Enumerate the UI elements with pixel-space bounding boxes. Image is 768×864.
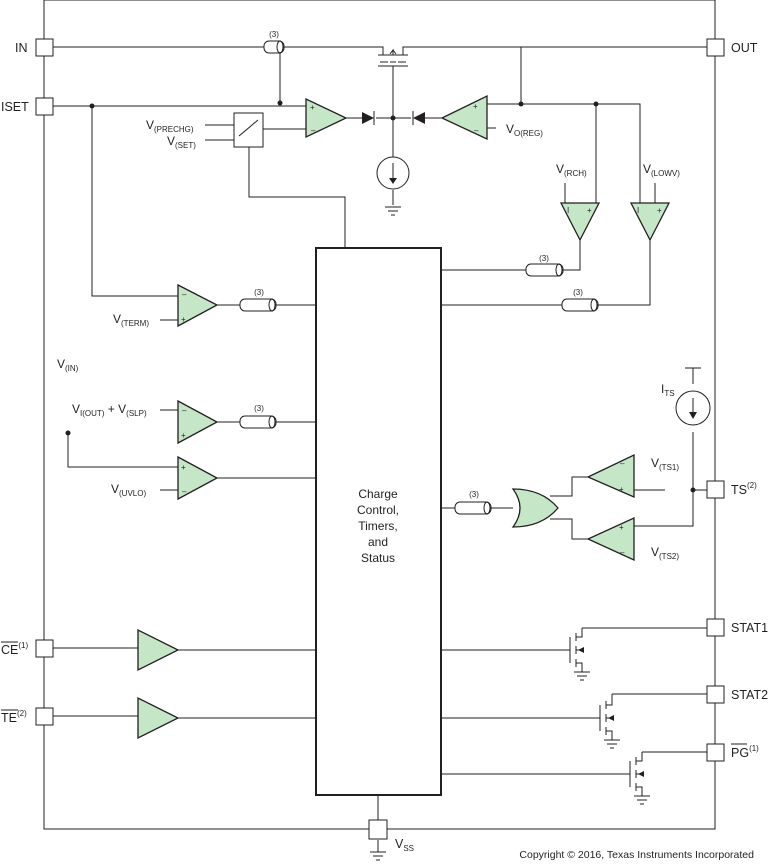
term-comparator: – + bbox=[177, 283, 219, 328]
note-labels: (3) (3) (3) (3) (3) (3) bbox=[254, 30, 583, 499]
svg-text:–: – bbox=[182, 290, 187, 299]
svg-text:+: + bbox=[473, 102, 478, 111]
oreg-amplifier: + – bbox=[440, 94, 488, 141]
pin-in-label: IN bbox=[15, 41, 28, 55]
svg-text:–: – bbox=[620, 548, 625, 557]
svg-text:PG(1): PG(1) bbox=[731, 744, 759, 760]
sleep-comparator: – + bbox=[177, 399, 219, 445]
label-v-ts1: V(TS1) bbox=[651, 456, 679, 472]
svg-text:I: I bbox=[567, 206, 569, 215]
pin-out-label: OUT bbox=[731, 41, 758, 55]
label-v-iout-slp: VI(OUT) + V(SLP) bbox=[72, 402, 147, 418]
svg-text:–: – bbox=[182, 406, 187, 415]
svg-text:(3): (3) bbox=[269, 30, 279, 39]
or-gate bbox=[511, 488, 559, 528]
svg-text:(3): (3) bbox=[469, 490, 479, 499]
stat1-mosfet bbox=[569, 628, 590, 681]
uvlo-comparator: + – bbox=[177, 455, 219, 501]
label-v-oreg: VO(REG) bbox=[506, 122, 543, 138]
label-v-set: V(SET) bbox=[167, 134, 196, 150]
te-buffer bbox=[137, 696, 180, 740]
cylinder-slp bbox=[239, 415, 277, 429]
label-i-ts: ITS bbox=[661, 382, 675, 398]
svg-text:+: + bbox=[619, 523, 624, 532]
rch-comparator: I + bbox=[559, 202, 601, 242]
pin-ce-label: CE(1) bbox=[1, 641, 28, 657]
lowv-comparator: I + bbox=[629, 202, 671, 242]
svg-text:+: + bbox=[310, 103, 315, 112]
label-v-in: V(IN) bbox=[57, 357, 79, 373]
svg-text:Timers,: Timers, bbox=[358, 519, 398, 533]
label-v-prechg: V(PRECHG) bbox=[146, 118, 194, 134]
cylinder-ts bbox=[454, 501, 492, 515]
svg-text:+: + bbox=[587, 206, 592, 215]
label-v-ts2: V(TS2) bbox=[651, 545, 679, 561]
svg-text:Control,: Control, bbox=[357, 503, 399, 517]
svg-text:(3): (3) bbox=[539, 254, 549, 263]
label-v-uvlo: V(UVLO) bbox=[111, 482, 146, 498]
pin-boxes bbox=[35, 38, 725, 840]
svg-text:(3): (3) bbox=[254, 288, 264, 297]
svg-text:–: – bbox=[311, 126, 316, 135]
pass-mosfet bbox=[378, 48, 408, 67]
charge-control-label: Charge Control, Timers, and Status bbox=[357, 487, 399, 565]
svg-text:TE(2): TE(2) bbox=[1, 709, 27, 725]
its-current-source-icon bbox=[675, 367, 711, 426]
diode-right bbox=[413, 112, 425, 124]
pin-vss-label: VSS bbox=[395, 837, 414, 853]
pin-pg-label: PG(1) bbox=[731, 743, 759, 760]
vss-ground-icon bbox=[370, 851, 386, 861]
diode-left bbox=[362, 112, 374, 124]
svg-text:–: – bbox=[474, 126, 479, 135]
svg-text:+: + bbox=[181, 463, 186, 472]
cylinder-lowv bbox=[561, 298, 599, 312]
charge-control-block bbox=[315, 247, 442, 796]
pin-stat2-label: STAT2 bbox=[731, 688, 768, 702]
junction-dots bbox=[65, 100, 696, 493]
svg-text:+: + bbox=[619, 485, 624, 494]
label-v-term: V(TERM) bbox=[113, 312, 149, 328]
svg-text:(3): (3) bbox=[573, 288, 583, 297]
cylinder-term bbox=[239, 298, 277, 312]
pin-te-label: TE(2) bbox=[1, 709, 27, 725]
svg-text:–: – bbox=[620, 459, 625, 468]
svg-text:(3): (3) bbox=[254, 404, 264, 413]
label-v-rch: V(RCH) bbox=[556, 162, 587, 178]
svg-text:–: – bbox=[182, 487, 187, 496]
pin-stat1-label: STAT1 bbox=[731, 621, 768, 635]
cylinder-in-path bbox=[263, 40, 285, 54]
stat2-mosfet bbox=[599, 694, 620, 749]
current-sink-icon bbox=[376, 156, 410, 216]
cylinder-rch bbox=[525, 263, 564, 277]
label-v-lowv: V(LOWV) bbox=[643, 162, 680, 178]
iset-mux-switch bbox=[233, 112, 264, 148]
pg-mosfet bbox=[629, 752, 650, 805]
svg-text:+: + bbox=[181, 315, 186, 324]
ts1-comparator: – + bbox=[586, 453, 635, 498]
svg-text:Status: Status bbox=[361, 551, 395, 565]
svg-text:and: and bbox=[368, 535, 388, 549]
svg-text:Charge: Charge bbox=[358, 487, 398, 501]
copyright-text: Copyright © 2016, Texas Instruments Inco… bbox=[519, 849, 754, 861]
ts2-comparator: + – bbox=[586, 516, 635, 562]
iset-amplifier: + – bbox=[305, 97, 348, 139]
svg-text:+: + bbox=[181, 431, 186, 440]
svg-text:+: + bbox=[657, 206, 662, 215]
ce-buffer bbox=[137, 628, 180, 672]
svg-text:CE(1): CE(1) bbox=[1, 641, 28, 657]
pin-ts-label: TS(2) bbox=[731, 481, 757, 497]
pin-iset-label: ISET bbox=[1, 100, 29, 114]
svg-text:I: I bbox=[637, 206, 639, 215]
